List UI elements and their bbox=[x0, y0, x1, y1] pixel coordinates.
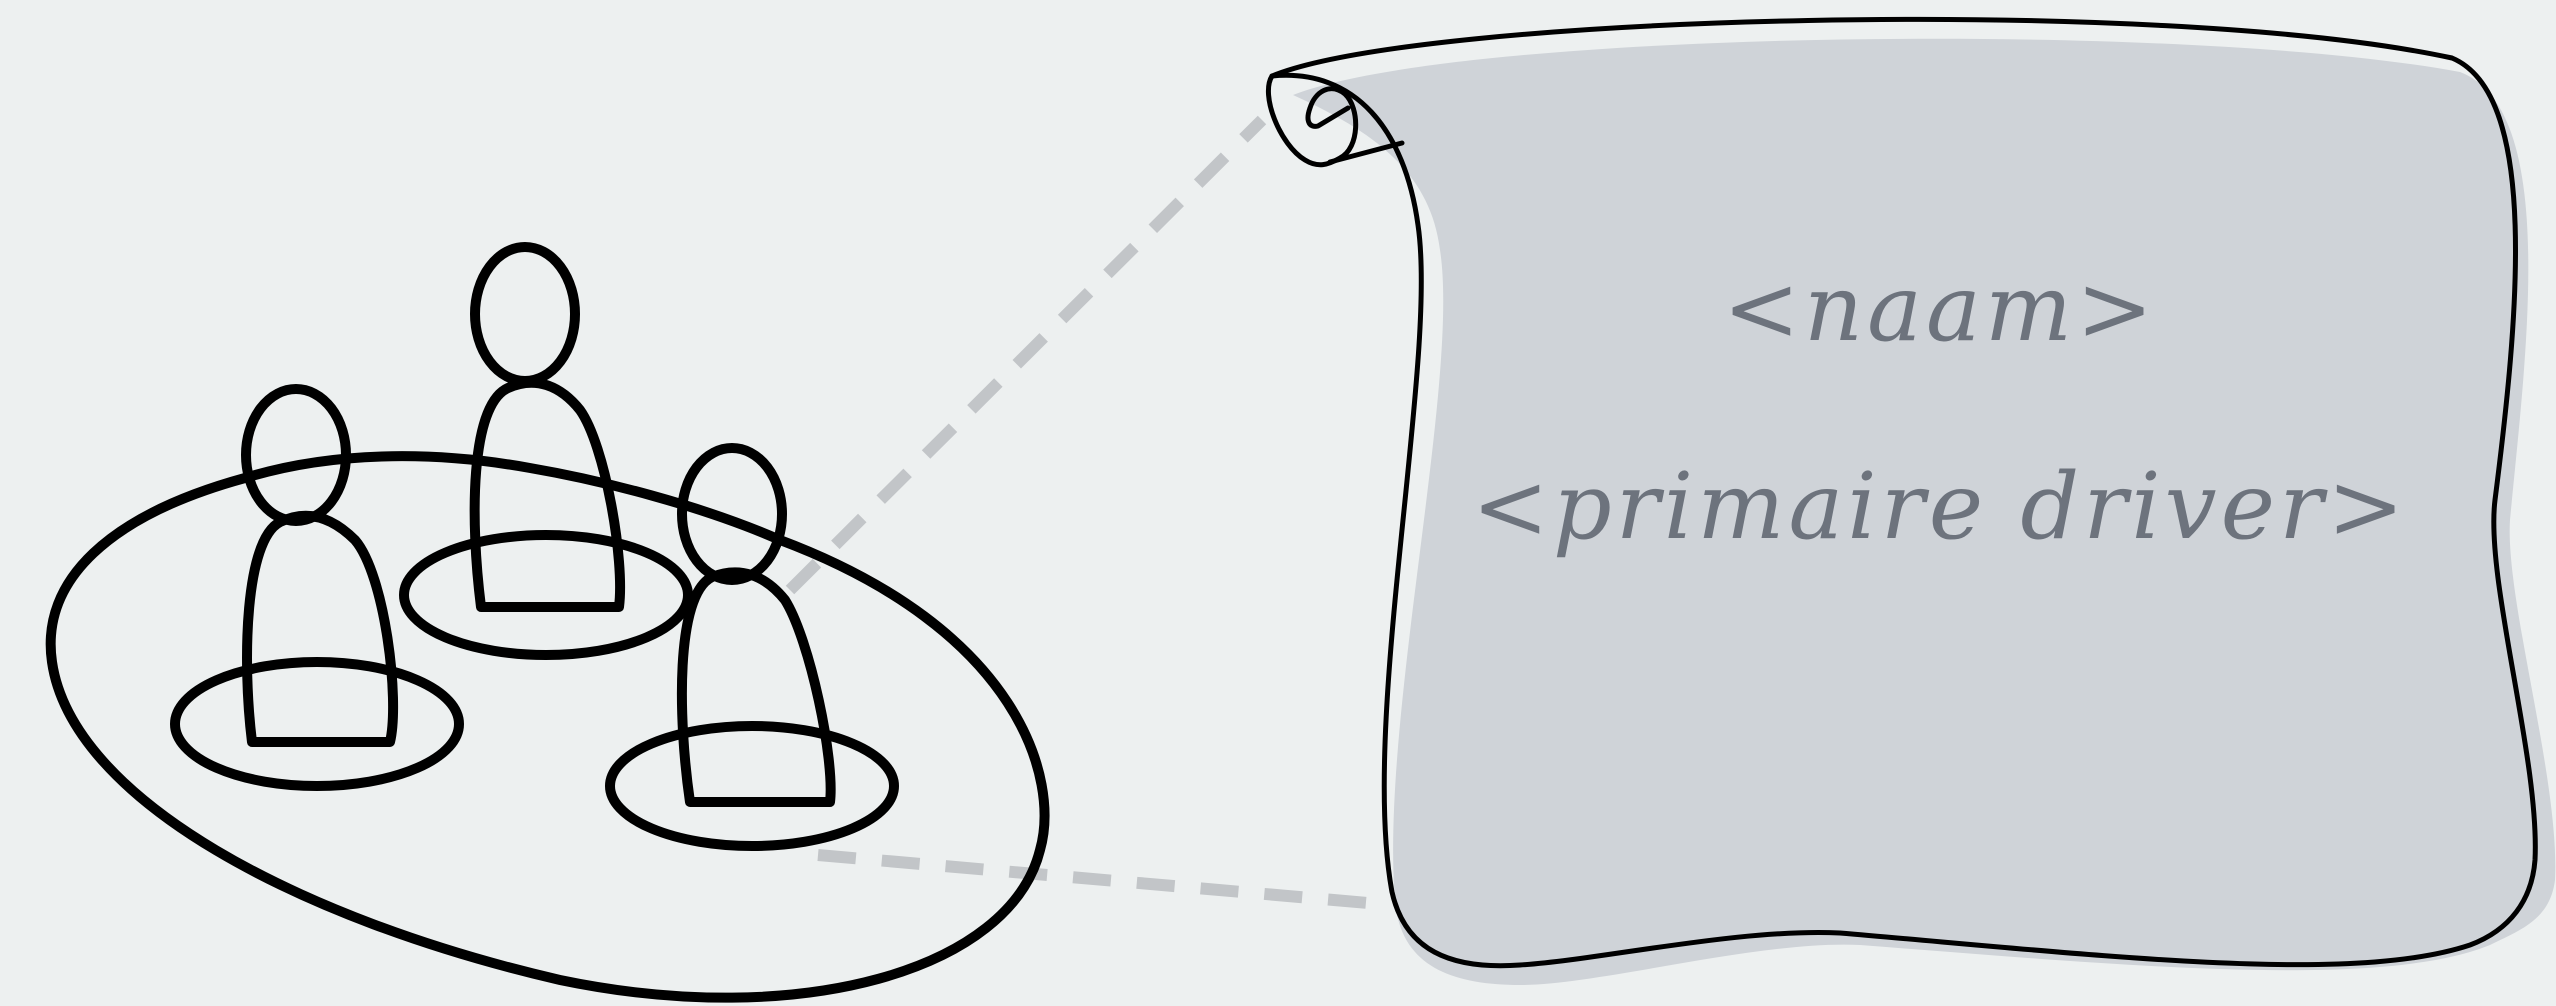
person-left bbox=[175, 389, 459, 786]
person-middle bbox=[404, 247, 688, 655]
person-right bbox=[610, 448, 894, 846]
scroll-icon: <naam> <primaire driver> bbox=[1268, 19, 2555, 985]
group-of-people-icon bbox=[51, 247, 1045, 998]
connector-line-bottom bbox=[818, 855, 1368, 903]
connector-line-top bbox=[790, 120, 1262, 590]
scroll-driver-label: <primaire driver> bbox=[1472, 453, 2408, 560]
scroll-name-label: <naam> bbox=[1723, 255, 2157, 362]
connector-lines bbox=[790, 120, 1368, 903]
